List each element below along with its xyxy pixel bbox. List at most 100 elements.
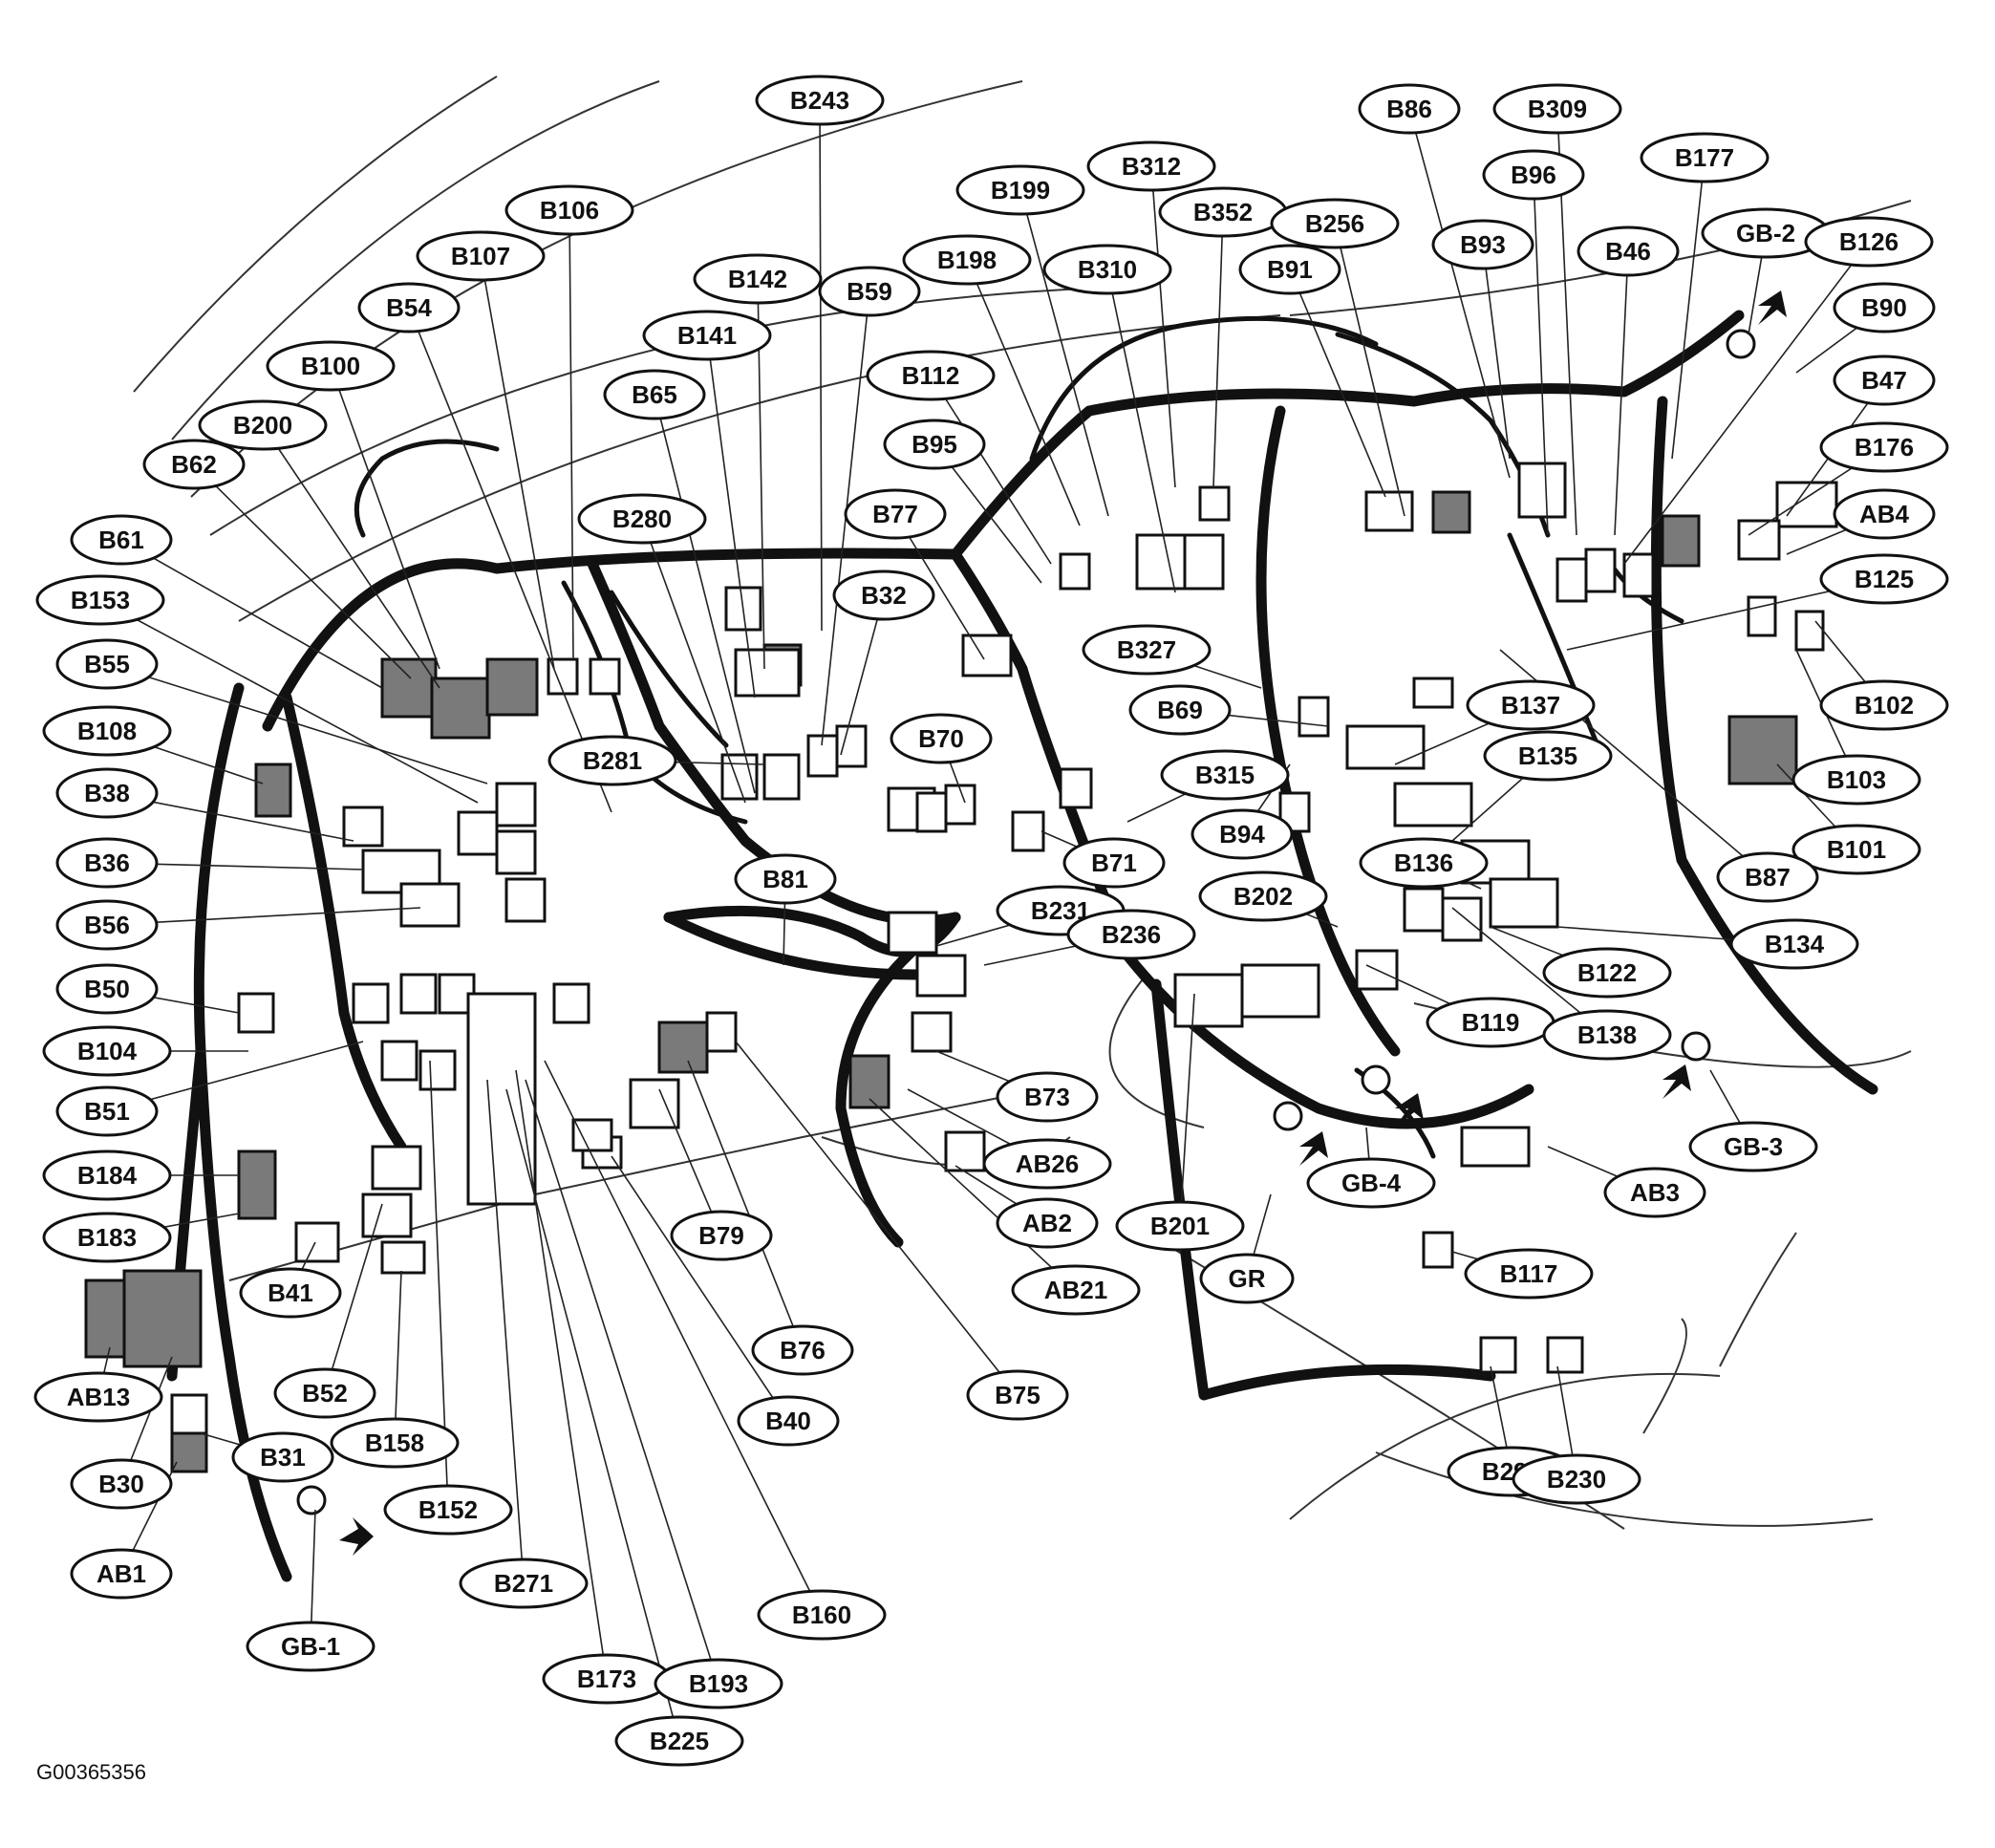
label-gb-2: GB-2 bbox=[1701, 207, 1831, 259]
label-bubble bbox=[383, 1484, 513, 1536]
label-gb-4: GB-4 bbox=[1306, 1157, 1436, 1209]
label-bubble bbox=[266, 340, 396, 392]
label-text: B54 bbox=[386, 293, 432, 322]
label-b107: B107 bbox=[416, 230, 546, 282]
label-text: B126 bbox=[1839, 227, 1898, 256]
label-text: B198 bbox=[937, 246, 997, 274]
leader-b225 bbox=[505, 1088, 680, 1742]
label-bubble bbox=[832, 569, 935, 621]
label-b71: B71 bbox=[1062, 837, 1166, 889]
label-text: B86 bbox=[1386, 95, 1432, 123]
label-bubble bbox=[1833, 488, 1936, 540]
leader-b199 bbox=[1019, 189, 1109, 517]
label-b91: B91 bbox=[1238, 244, 1341, 295]
leader-b76 bbox=[687, 1060, 804, 1351]
label-b93: B93 bbox=[1431, 219, 1534, 270]
label-bubble bbox=[1688, 1121, 1818, 1172]
label-text: B46 bbox=[1605, 237, 1651, 266]
label-bubble bbox=[504, 184, 634, 236]
label-b158: B158 bbox=[330, 1417, 460, 1469]
label-bubble bbox=[1819, 553, 1949, 605]
label-bubble bbox=[1492, 83, 1622, 135]
label-text: B138 bbox=[1577, 1021, 1637, 1049]
label-bubble bbox=[1833, 282, 1936, 333]
label-b75: B75 bbox=[966, 1369, 1069, 1421]
label-b51: B51 bbox=[55, 1085, 159, 1137]
label-text: B38 bbox=[84, 779, 130, 807]
label-b201: B201 bbox=[1115, 1200, 1245, 1252]
label-bubble bbox=[239, 1267, 342, 1319]
label-b199: B199 bbox=[955, 164, 1085, 216]
leader-b112 bbox=[930, 375, 1052, 565]
label-text: B173 bbox=[577, 1665, 636, 1693]
label-b56: B56 bbox=[55, 899, 159, 951]
label-text: B177 bbox=[1675, 143, 1734, 172]
label-bubble bbox=[42, 1212, 172, 1263]
label-b38: B38 bbox=[55, 767, 159, 819]
label-text: B93 bbox=[1460, 230, 1506, 259]
leader-b52 bbox=[324, 1203, 383, 1394]
label-b87: B87 bbox=[1716, 851, 1819, 903]
leader-b100 bbox=[330, 365, 440, 670]
leader-b107 bbox=[480, 255, 555, 670]
label-text: B69 bbox=[1157, 696, 1203, 724]
label-text: B71 bbox=[1091, 849, 1137, 877]
label-b62: B62 bbox=[142, 439, 246, 490]
label-text: B52 bbox=[302, 1379, 348, 1407]
label-bubble bbox=[996, 1197, 1099, 1249]
label-b309: B309 bbox=[1492, 83, 1622, 135]
label-b79: B79 bbox=[670, 1210, 773, 1261]
label-text: B107 bbox=[451, 242, 510, 270]
figure-id: G00365356 bbox=[36, 1760, 146, 1784]
label-bubble bbox=[1640, 132, 1770, 183]
label-ab13: AB13 bbox=[33, 1371, 163, 1423]
leader-b271 bbox=[486, 1079, 525, 1584]
leader-b201 bbox=[1179, 993, 1195, 1227]
label-text: B142 bbox=[728, 265, 787, 293]
label-b202: B202 bbox=[1198, 870, 1328, 922]
leader-b96 bbox=[1533, 174, 1549, 536]
label-b47: B47 bbox=[1833, 355, 1936, 406]
leader-b177 bbox=[1671, 157, 1705, 460]
label-text: AB13 bbox=[67, 1383, 130, 1411]
label-bubble bbox=[55, 899, 159, 951]
label-b31: B31 bbox=[231, 1431, 334, 1483]
label-bubble bbox=[33, 1371, 163, 1423]
leader-b173 bbox=[515, 1069, 608, 1680]
leader-b54 bbox=[408, 307, 612, 813]
label-text: B312 bbox=[1122, 152, 1181, 181]
label-bubble bbox=[1270, 198, 1400, 249]
label-text: B119 bbox=[1462, 1008, 1520, 1037]
label-bubble bbox=[198, 399, 328, 451]
label-b100: B100 bbox=[266, 340, 396, 392]
label-text: B70 bbox=[918, 724, 964, 753]
label-bubble bbox=[246, 1621, 375, 1672]
label-b271: B271 bbox=[459, 1558, 589, 1609]
label-b281: B281 bbox=[547, 735, 677, 786]
label-b352: B352 bbox=[1158, 186, 1288, 238]
leader-b65 bbox=[654, 394, 756, 794]
label-b65: B65 bbox=[603, 369, 706, 420]
label-ab2: AB2 bbox=[996, 1197, 1099, 1249]
label-text: B96 bbox=[1511, 161, 1556, 189]
label-text: B56 bbox=[84, 911, 130, 939]
label-bubble bbox=[966, 1369, 1069, 1421]
label-b126: B126 bbox=[1804, 216, 1934, 268]
label-b94: B94 bbox=[1191, 808, 1294, 860]
label-bubble bbox=[1716, 851, 1819, 903]
label-text: B200 bbox=[233, 411, 292, 440]
label-text: B36 bbox=[84, 849, 130, 877]
label-bubble bbox=[273, 1367, 376, 1419]
label-b138: B138 bbox=[1542, 1009, 1672, 1061]
label-bubble bbox=[737, 1395, 840, 1447]
label-text: B327 bbox=[1117, 635, 1176, 664]
label-bubble bbox=[547, 735, 677, 786]
label-b55: B55 bbox=[55, 638, 159, 690]
label-bubble bbox=[955, 164, 1085, 216]
label-b117: B117 bbox=[1464, 1248, 1594, 1300]
label-text: AB26 bbox=[1016, 1150, 1079, 1178]
label-bubble bbox=[70, 1458, 173, 1510]
label-text: B112 bbox=[902, 361, 960, 390]
label-bubble bbox=[459, 1558, 589, 1609]
